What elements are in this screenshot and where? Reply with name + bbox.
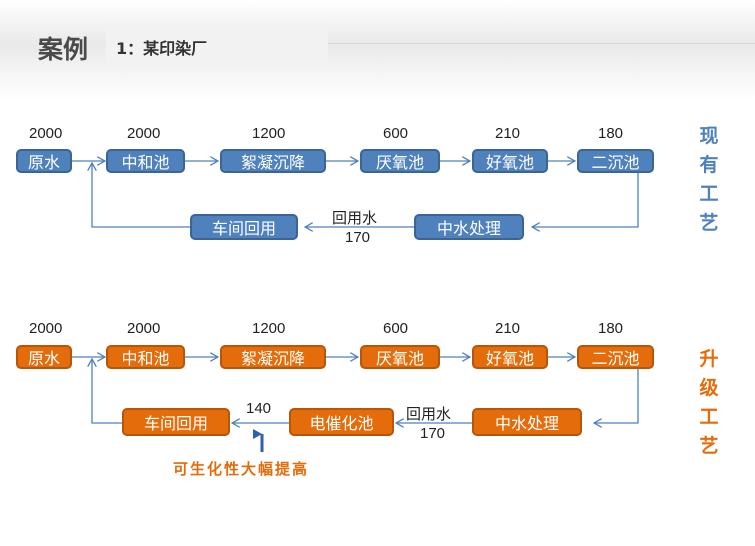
upgrade-process-label: 升 级 工 艺: [699, 348, 719, 457]
page-title: 案例: [38, 35, 89, 64]
process-box-electrocatalysis: 电催化池: [289, 408, 394, 436]
flow-value: 2000: [127, 320, 161, 337]
flow-value: 600: [383, 320, 409, 337]
process-box-secondary-clarifier: 二沉池: [577, 345, 654, 369]
flow-value: 1200: [252, 320, 286, 337]
process-box-reclaimed-water: 中水处理: [414, 214, 524, 240]
upgrade-flow-arrows: [72, 357, 639, 424]
process-box-neutralization: 中和池: [106, 345, 185, 369]
flow-value: 600: [383, 125, 409, 142]
process-box-neutralization: 中和池: [106, 149, 185, 173]
arrow: [594, 369, 639, 423]
flow-value: 2000: [29, 125, 63, 142]
process-box-aerobic: 好氧池: [472, 149, 548, 173]
title-rule: [328, 43, 755, 44]
process-box-flocculation: 絮凝沉降: [220, 149, 326, 173]
reuse-water-label: 回用水: [406, 405, 452, 423]
title-chip: [106, 22, 328, 64]
electro-output-value: 140: [246, 400, 272, 417]
reuse-water-value: 170: [420, 425, 446, 442]
page-subtitle: 1：某印染厂: [116, 39, 208, 58]
process-box-raw-water: 原水: [16, 149, 72, 173]
current-process-label: 现 有 工 艺: [699, 125, 719, 234]
arrow: [92, 163, 190, 228]
arrow: [532, 173, 639, 227]
flow-value: 210: [495, 320, 521, 337]
process-box-aerobic: 好氧池: [472, 345, 548, 369]
arrow: [92, 359, 122, 424]
process-box-reclaimed-water: 中水处理: [472, 408, 582, 436]
biodegradability-note: 可生化性大幅提高: [173, 460, 310, 478]
flow-value: 1200: [252, 125, 286, 142]
process-box-workshop-reuse: 车间回用: [190, 214, 298, 240]
process-box-secondary-clarifier: 二沉池: [577, 149, 654, 173]
reuse-water-value: 170: [345, 229, 371, 246]
process-box-workshop-reuse: 车间回用: [122, 408, 230, 436]
flow-value: 2000: [29, 320, 63, 337]
process-box-anaerobic: 厌氧池: [360, 149, 440, 173]
process-box-anaerobic: 厌氧池: [360, 345, 440, 369]
flow-value: 180: [598, 320, 624, 337]
flow-value: 180: [598, 125, 624, 142]
process-box-raw-water: 原水: [16, 345, 72, 369]
current-flow-arrows: [72, 161, 639, 228]
flow-value: 2000: [127, 125, 161, 142]
process-box-flocculation: 絮凝沉降: [220, 345, 326, 369]
flow-value: 210: [495, 125, 521, 142]
reuse-water-label: 回用水: [332, 209, 378, 227]
